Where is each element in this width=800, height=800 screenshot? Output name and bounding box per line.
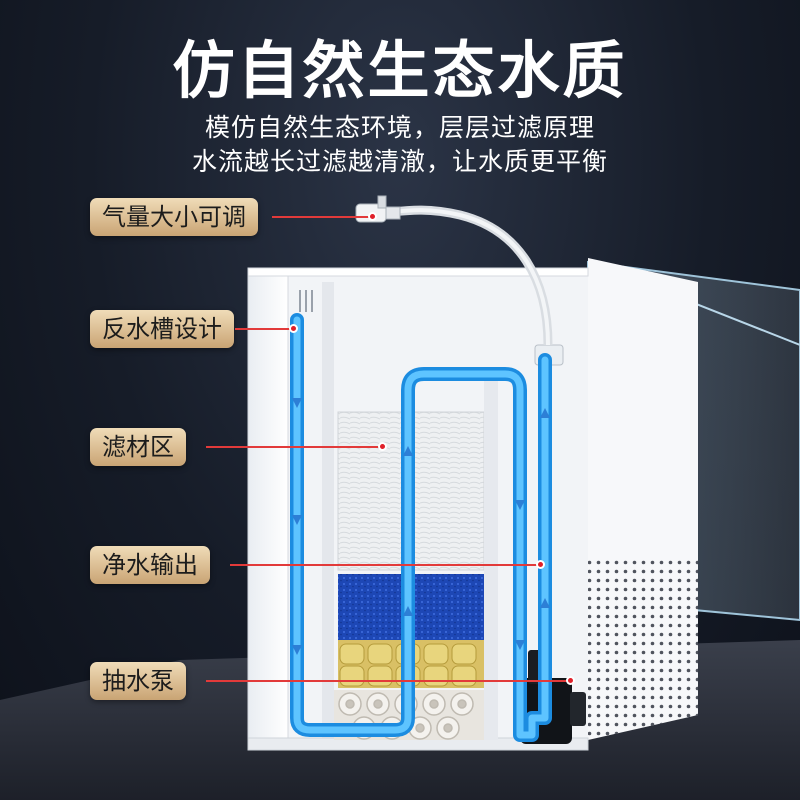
callout-air-adjust: 气量大小可调 [90, 198, 258, 236]
page-title: 仿自然生态水质 [172, 34, 628, 107]
subtitle-line-1: 模仿自然生态环境，层层过滤原理 [204, 113, 595, 142]
pointer-dot-return [289, 324, 298, 333]
callout-clean-output: 净水输出 [90, 546, 210, 584]
water-flow-path [290, 313, 552, 742]
subtitle-line-2: 水流越长过滤越清澈，让水质更平衡 [191, 147, 608, 176]
callout-media-zone: 滤材区 [90, 428, 186, 466]
pointer-dot-air [368, 212, 377, 221]
pointer-dot-output [536, 560, 545, 569]
return-grate [299, 290, 313, 312]
leader-line-media [206, 446, 382, 448]
air-valve-icon [355, 195, 401, 223]
leader-line-output [230, 564, 538, 566]
filter-box-left-wall [247, 271, 289, 748]
flow-arrow-icon [292, 398, 550, 655]
pointer-dot-media [378, 442, 387, 451]
callout-pump: 抽水泵 [90, 662, 186, 700]
leader-line-pump [206, 680, 570, 682]
callout-return-channel: 反水槽设计 [90, 310, 234, 348]
leader-line-return [235, 328, 293, 330]
leader-line-air [272, 216, 372, 218]
pointer-dot-pump [566, 676, 575, 685]
return-channel-divider [322, 282, 334, 740]
inner-baffle [484, 380, 498, 740]
vent-holes [588, 560, 698, 740]
